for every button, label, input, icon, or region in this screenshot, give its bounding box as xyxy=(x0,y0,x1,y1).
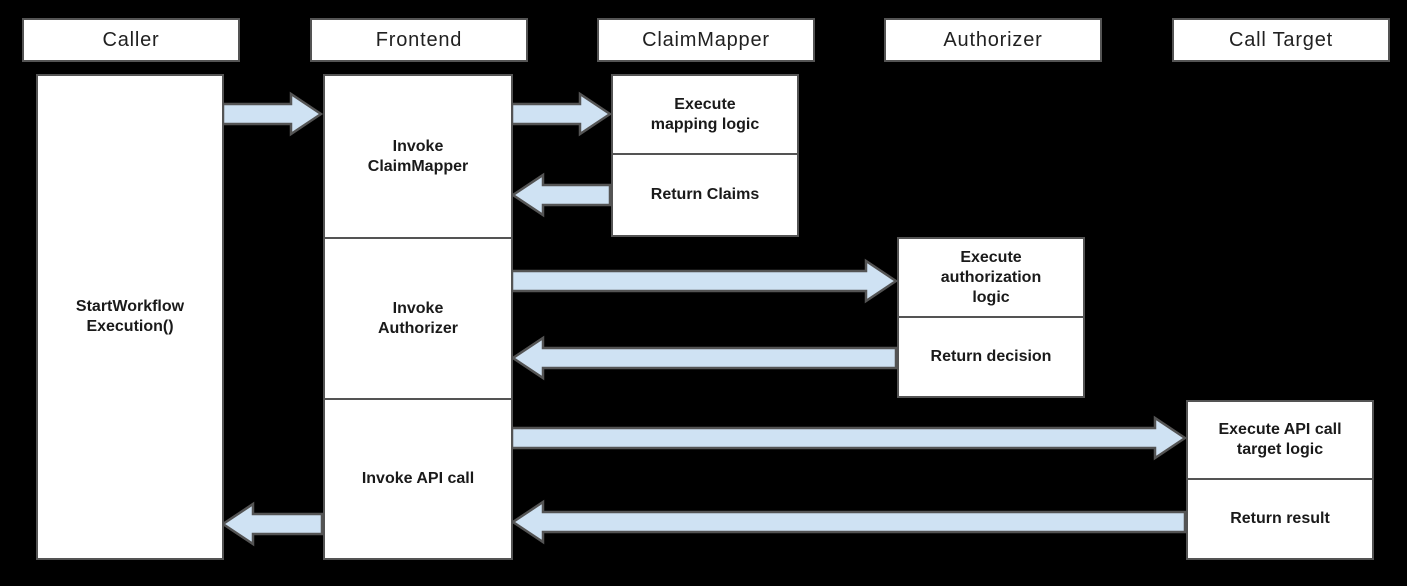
activity-label: Return decision xyxy=(930,348,1052,365)
activity-box-authorizer: Execute authorization logic Return decis… xyxy=(897,237,1085,398)
activity-label: Return Claims xyxy=(650,186,760,203)
lane-title: Authorizer xyxy=(943,28,1043,51)
lane-header-calltarget: Call Target xyxy=(1172,18,1390,62)
activity-label: Execute API call target logic xyxy=(1218,421,1342,458)
activity-invoke-claimmapper: Invoke ClaimMapper xyxy=(325,76,511,237)
activity-label: StartWorkflow Execution() xyxy=(75,298,185,335)
activity-execute-authorization-logic: Execute authorization logic xyxy=(899,239,1083,316)
activity-return-decision: Return decision xyxy=(899,316,1083,396)
activity-label: Invoke API call xyxy=(361,470,475,487)
activity-box-caller: StartWorkflow Execution() xyxy=(36,74,224,560)
lane-header-frontend: Frontend xyxy=(310,18,528,62)
activity-execute-api-call-target-logic: Execute API call target logic xyxy=(1188,402,1372,478)
activity-return-result: Return result xyxy=(1188,478,1372,558)
activity-invoke-authorizer: Invoke Authorizer xyxy=(325,237,511,398)
lane-header-claimmapper: ClaimMapper xyxy=(597,18,815,62)
activity-box-frontend: Invoke ClaimMapper Invoke Authorizer Inv… xyxy=(323,74,513,560)
activity-label: Invoke ClaimMapper xyxy=(367,137,469,175)
activity-label: Execute mapping logic xyxy=(650,95,760,133)
arrow-frontend-to-authorizer xyxy=(511,258,898,304)
arrow-authorizer-to-frontend xyxy=(512,335,898,381)
activity-return-claims: Return Claims xyxy=(613,153,797,235)
lane-header-authorizer: Authorizer xyxy=(884,18,1102,62)
lane-title: Call Target xyxy=(1228,28,1334,51)
activity-label: Execute authorization logic xyxy=(940,248,1042,306)
arrow-frontend-to-calltarget xyxy=(511,415,1187,461)
lane-title: Caller xyxy=(102,28,160,51)
activity-startworkflowexecution: StartWorkflow Execution() xyxy=(38,76,222,558)
arrow-caller-to-frontend xyxy=(222,91,323,137)
activity-execute-mapping-logic: Execute mapping logic xyxy=(613,76,797,153)
arrow-calltarget-to-frontend xyxy=(512,499,1187,545)
activity-box-claimmapper: Execute mapping logic Return Claims xyxy=(611,74,799,237)
arrow-frontend-to-caller xyxy=(222,501,324,547)
activity-label: Invoke Authorizer xyxy=(378,299,458,337)
lane-header-caller: Caller xyxy=(22,18,240,62)
arrow-frontend-to-claimmapper xyxy=(511,91,612,137)
activity-invoke-api-call: Invoke API call xyxy=(325,398,511,558)
lane-title: ClaimMapper xyxy=(642,28,770,51)
lane-title: Frontend xyxy=(375,28,463,51)
activity-box-calltarget: Execute API call target logic Return res… xyxy=(1186,400,1374,560)
activity-label: Return result xyxy=(1230,510,1330,527)
arrow-claimmapper-to-frontend xyxy=(512,172,612,218)
